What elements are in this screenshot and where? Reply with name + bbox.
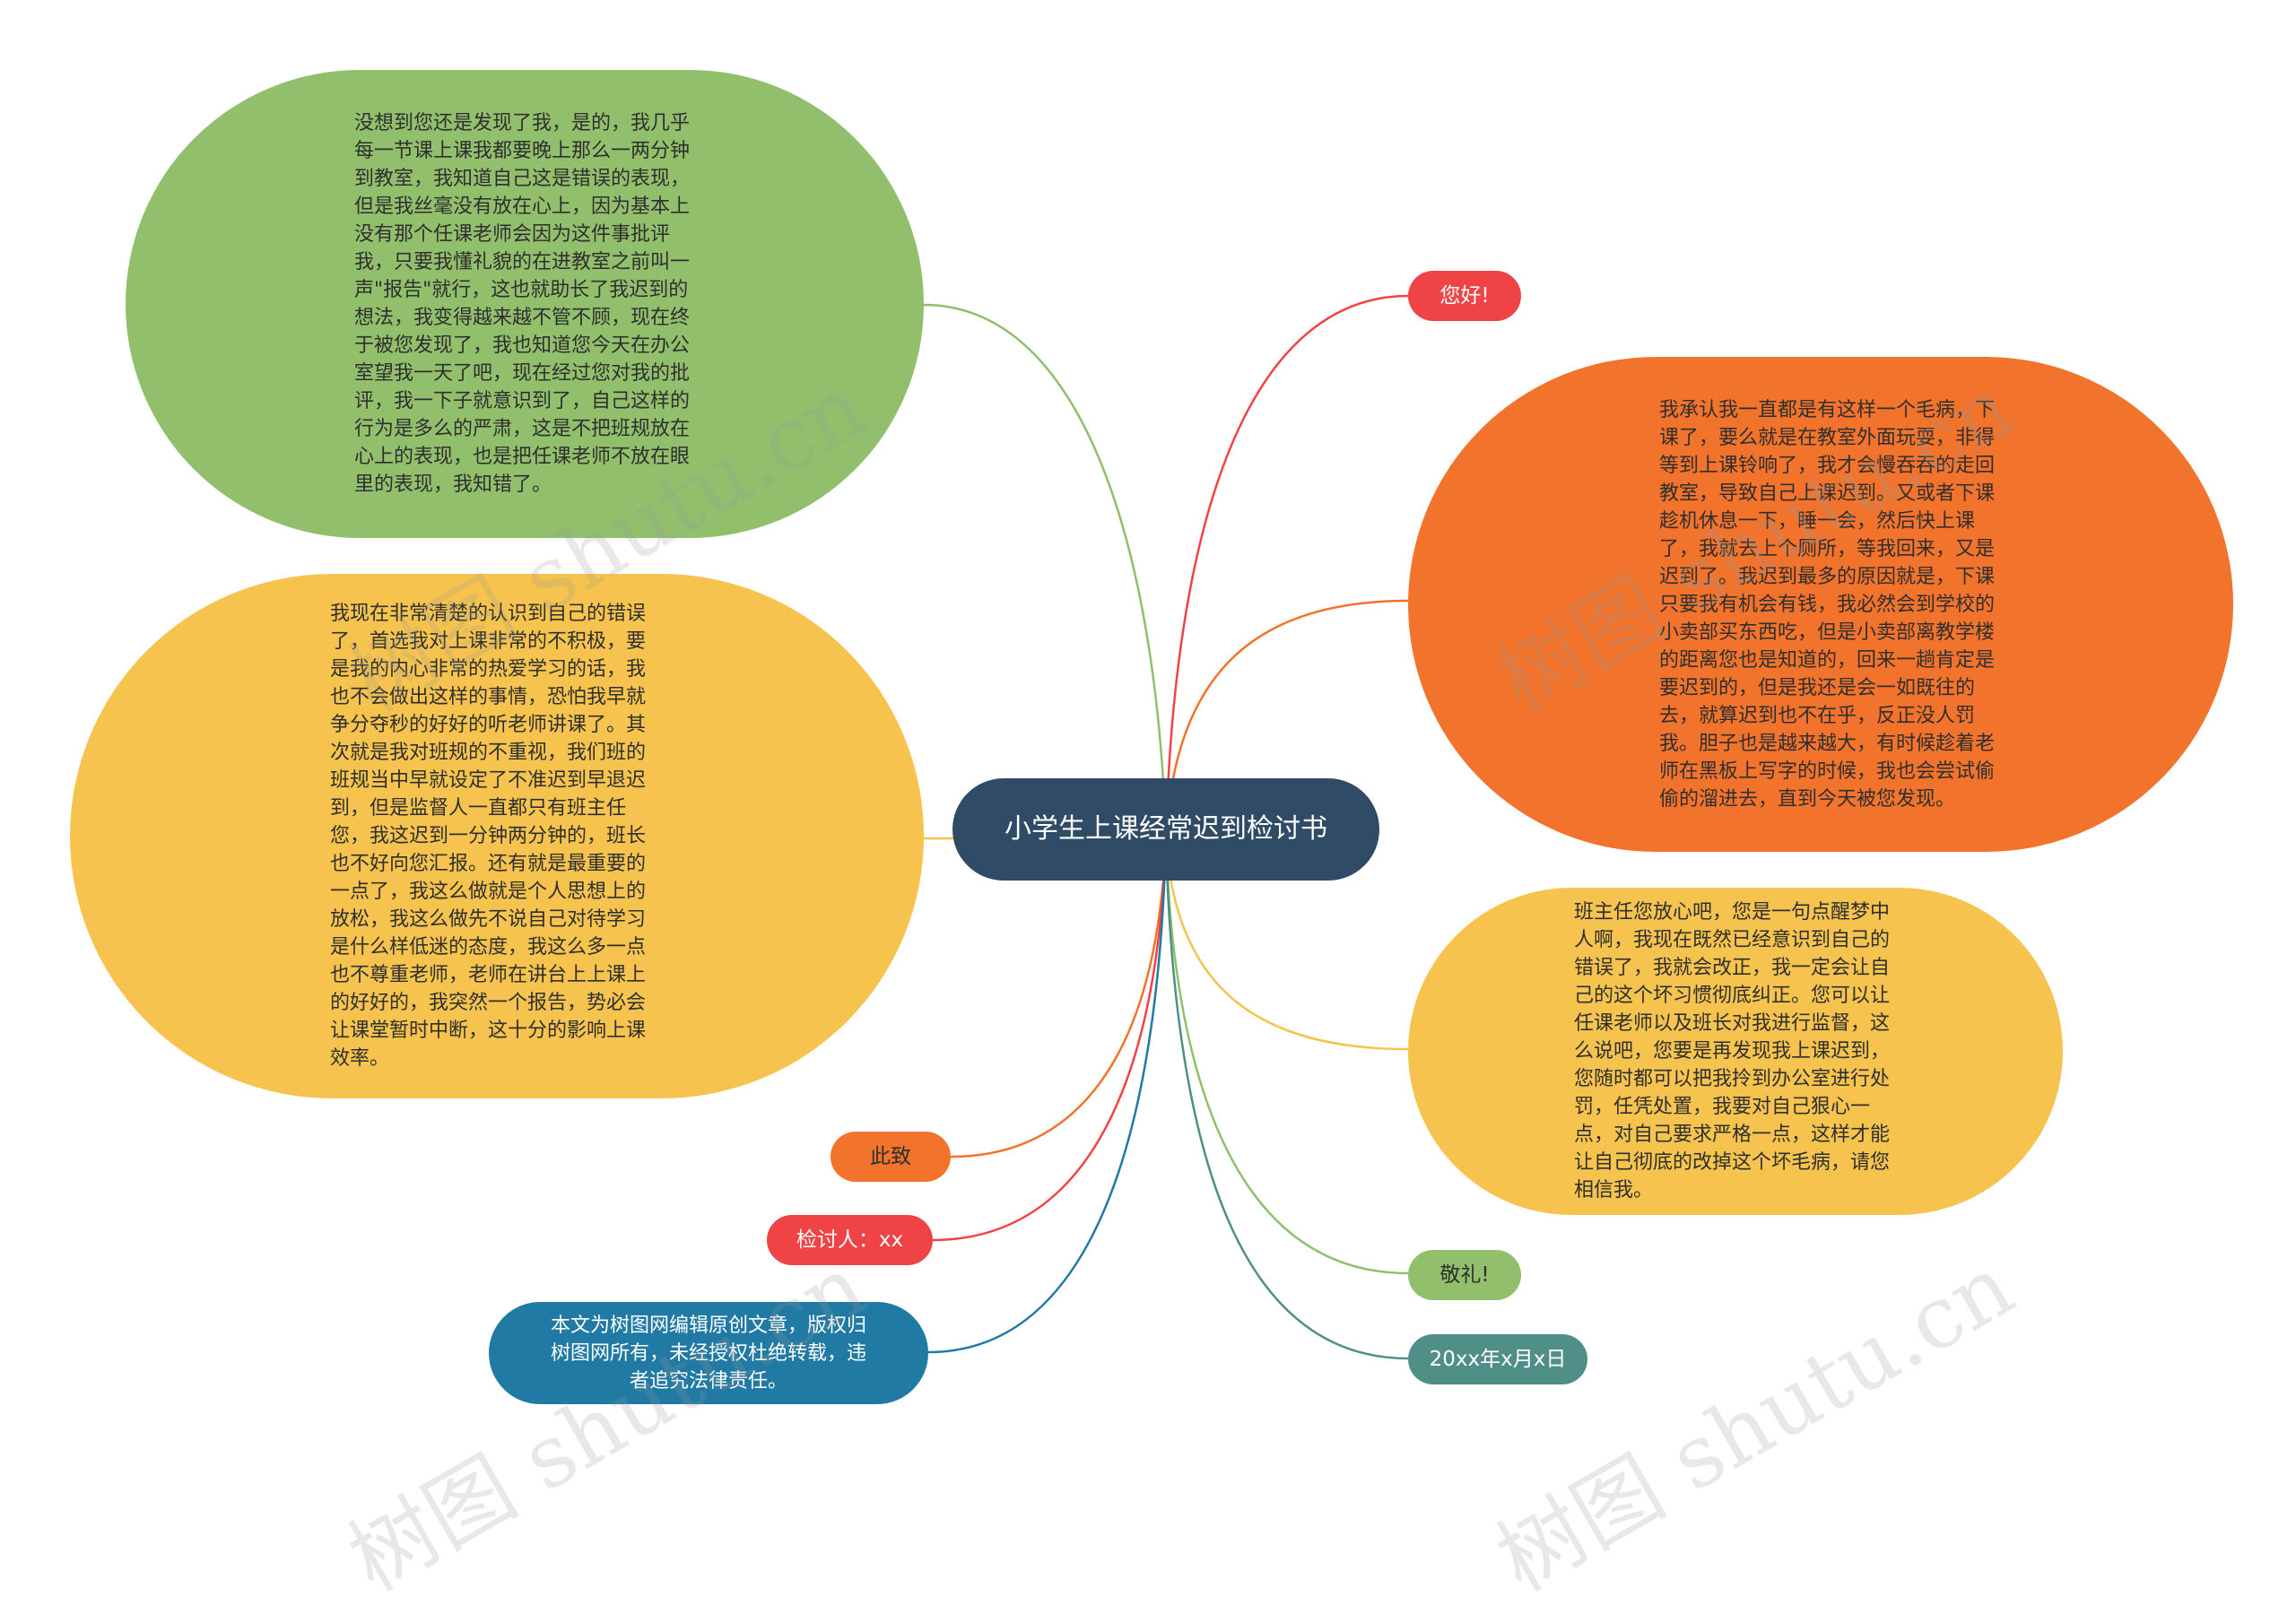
bubble-acknowledgement: 没想到您还是发现了我，是的，我几乎每一节课上课我都要晚上那么一两分钟到教室，我知… <box>126 70 924 538</box>
connector-to-bubble4 <box>1164 837 1409 1051</box>
node-copyright: 本文为树图网编辑原创文章，版权归树图网所有，未经授权杜绝转载，违者追究法律责任。 <box>489 1302 928 1404</box>
node-date: 20xx年x月x日 <box>1408 1334 1587 1384</box>
connector-to-copyright <box>927 837 1168 1354</box>
node-nihao: 您好! <box>1408 271 1521 321</box>
bubble-confession-text: 我承认我一直都是有这样一个毛病，下课了，要么就是在教室外面玩耍，非得等到上课铃响… <box>1659 398 1996 811</box>
bubble-reflection-text: 我现在非常清楚的认识到自己的错误了，首选我对上课非常的不积极，要是我的内心非常的… <box>330 603 647 1070</box>
node-jingli: 敬礼! <box>1408 1250 1521 1300</box>
bubble-reflection: 我现在非常清楚的认识到自己的错误了，首选我对上课非常的不积极，要是我的内心非常的… <box>70 574 924 1098</box>
central-topic-title: 小学生上课经常迟到检讨书 <box>1004 813 1327 845</box>
bubble-promise: 班主任您放心吧，您是一句点醒梦中人啊，我现在既然已经意识到自己的错误了，我就会改… <box>1408 888 2063 1215</box>
node-cizhi: 此致 <box>831 1132 951 1182</box>
connector-to-jiantaoren <box>932 837 1168 1242</box>
bubble-confession: 我承认我一直都是有这样一个毛病，下课了，要么就是在教室外面玩耍，非得等到上课铃响… <box>1408 357 2233 852</box>
connector-to-jingli <box>1164 837 1409 1275</box>
central-topic: 小学生上课经常迟到检讨书 <box>952 778 1379 881</box>
connector-to-bubble3 <box>1164 599 1409 839</box>
bubble-promise-text: 班主任您放心吧，您是一句点醒梦中人啊，我现在既然已经意识到自己的错误了，我就会改… <box>1574 901 1891 1202</box>
connector-to-bubble1 <box>923 303 1168 839</box>
node-jiantaoren: 检讨人：xx <box>767 1215 933 1265</box>
connector-lines <box>923 294 1409 1360</box>
connector-to-nihao <box>1164 294 1409 839</box>
connector-to-date <box>1164 837 1409 1360</box>
connector-to-cizhi <box>950 837 1168 1158</box>
bubble-acknowledgement-text: 没想到您还是发现了我，是的，我几乎每一节课上课我都要晚上那么一两分钟到教室，我知… <box>354 112 691 496</box>
